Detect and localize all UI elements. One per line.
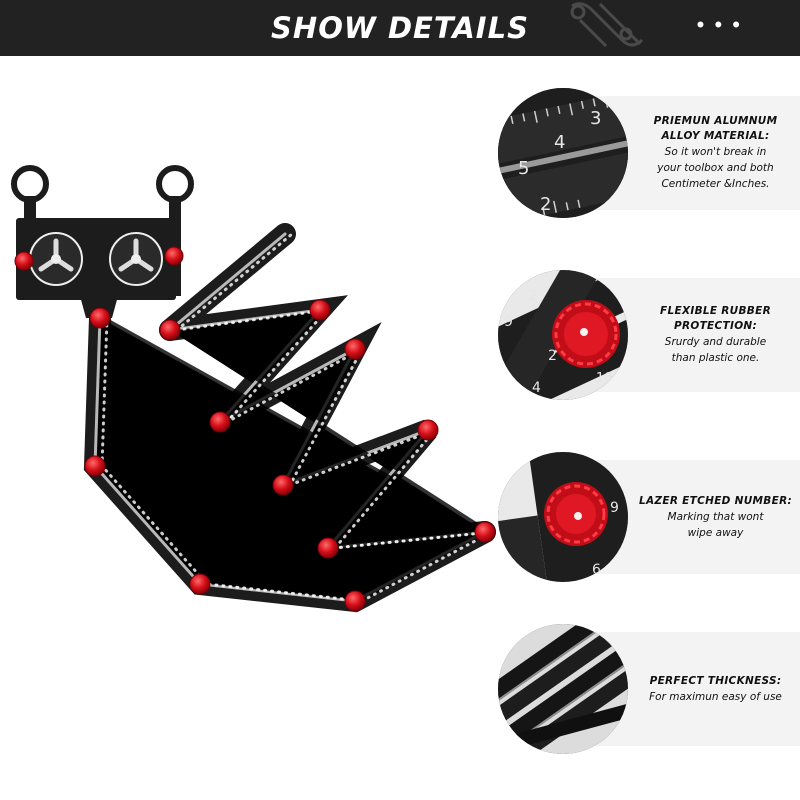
ruler-arms xyxy=(83,223,496,613)
ruler-number-label: 4 xyxy=(554,132,565,153)
feature-description: Marking that wont wipe away xyxy=(667,510,764,539)
header-bar: SHOW DETAILS • • • xyxy=(0,0,800,56)
ruler-number-label: 4 xyxy=(532,380,541,396)
feature-description: For maximun easy of use xyxy=(649,690,782,703)
feature-title: PERFECT THICKNESS: xyxy=(649,674,782,687)
feature-laser-etched: 9 6 LAZER ETCHED NUMBER: Marking that wo… xyxy=(498,452,800,582)
knob-closeup-image: 2 9 10 4 2 xyxy=(498,270,628,400)
red-knob-icons xyxy=(14,246,496,612)
more-dots-icon[interactable]: • • • xyxy=(696,12,742,37)
wrench-watermark-icon xyxy=(570,2,644,48)
red-knob-icon xyxy=(552,300,620,368)
ruler-number-label: 9 xyxy=(504,314,513,330)
feature-text: LAZER ETCHED NUMBER: Marking that wont w… xyxy=(638,452,793,582)
feature-text: PERFECT THICKNESS: For maximun easy of u… xyxy=(638,624,793,754)
holder-plate xyxy=(11,165,194,318)
red-knob-icon xyxy=(544,482,608,546)
ruler-number-label: 5 xyxy=(518,158,529,179)
feature-text: FLEXIBLE RUBBER PROTECTION: Srurdy and d… xyxy=(638,270,793,400)
feature-title: LAZER ETCHED NUMBER: xyxy=(639,494,792,507)
ruler-number-label: 2 xyxy=(548,348,557,364)
ruler-number-label: 2 xyxy=(528,288,537,304)
ruler-number-label: 3 xyxy=(590,108,601,129)
feature-rubber-protection: 2 9 10 4 2 FLEXIBLE RUBBER PROTECTION: S… xyxy=(498,270,800,400)
feature-description: Srurdy and durable than plastic one. xyxy=(664,336,767,364)
feature-alloy-material: 5 4 3 2 PRIEMUN ALUMNUM ALLOY MATERIAL: … xyxy=(498,88,800,218)
feature-title: PRIEMUN ALUMNUM ALLOY MATERIAL: xyxy=(653,115,778,142)
thickness-closeup-image xyxy=(498,624,628,754)
page-title: SHOW DETAILS xyxy=(271,11,529,45)
feature-title: FLEXIBLE RUBBER PROTECTION: xyxy=(660,305,771,332)
etched-closeup-image: 9 6 xyxy=(498,452,628,582)
ruler-number-label: 2 xyxy=(540,194,551,215)
ruler-number-label: 9 xyxy=(610,500,619,516)
folding-ruler-illustration xyxy=(11,165,496,613)
feature-text: PRIEMUN ALUMNUM ALLOY MATERIAL: So it wo… xyxy=(638,88,793,218)
feature-description: So it won't break in your toolbox and bo… xyxy=(657,146,774,190)
ruler-number-label: 6 xyxy=(592,562,601,578)
feature-thickness: PERFECT THICKNESS: For maximun easy of u… xyxy=(498,624,800,754)
ruler-closeup-image: 5 4 3 2 xyxy=(498,88,628,218)
